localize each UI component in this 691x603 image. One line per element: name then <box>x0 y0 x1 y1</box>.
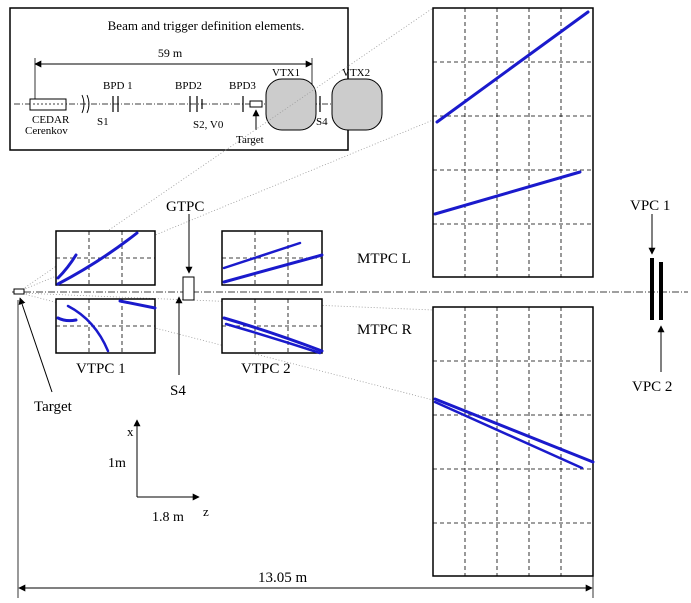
mtpc-right <box>432 306 594 577</box>
particle-tracks <box>56 10 595 470</box>
inset-title: Beam and trigger definition elements. <box>108 18 305 33</box>
cedar-detector <box>29 98 67 111</box>
vpc2-plane <box>659 262 663 320</box>
vpc1-plane <box>650 258 654 320</box>
target <box>13 288 25 295</box>
track-vtpc1-low-1 <box>56 316 78 323</box>
inset-distance-label: 59 m <box>158 46 183 60</box>
bpd1-label: BPD 1 <box>103 80 133 92</box>
vtx2-magnet <box>331 78 383 131</box>
track-mtpcr-1 <box>433 397 595 464</box>
s2-v0-label: S2, V0 <box>193 119 224 131</box>
inset-target-label: Target <box>236 134 264 146</box>
track-vtpc2-low-2 <box>224 322 322 355</box>
mtpcl-label: MTPC L <box>357 251 411 267</box>
vtpc2-upper <box>221 230 323 286</box>
vtx1-magnet <box>265 78 317 131</box>
track-vtpc1-low-3 <box>118 299 157 310</box>
x-axis-label: x <box>127 424 134 439</box>
inset-target <box>249 100 263 108</box>
track-vtpc1-up-1 <box>56 253 78 280</box>
cedar-label: CEDAR <box>32 114 70 126</box>
target-label: Target <box>34 399 73 415</box>
track-mtpcl-2 <box>433 170 582 216</box>
beamline-break <box>81 94 90 114</box>
s4-label: S4 <box>170 383 186 399</box>
total-length-label: 13.05 m <box>258 570 308 586</box>
inset-s4-label: S4 <box>316 116 328 128</box>
track-mtpcl-1 <box>435 10 590 124</box>
track-vtpc1-low-2 <box>66 304 110 353</box>
bpd2-label: BPD2 <box>175 80 202 92</box>
scale-axes: x z 1m 1.8 m <box>108 419 209 525</box>
vpc1-label: VPC 1 <box>630 198 670 214</box>
s1-label: S1 <box>97 116 109 128</box>
z-axis-label: z <box>203 504 209 519</box>
mtpc-left <box>432 7 594 278</box>
cerenkov-label: Cerenkov <box>25 125 68 137</box>
track-mtpcr-2 <box>433 400 584 470</box>
vtx1-label: VTX1 <box>272 67 300 79</box>
target-arrow <box>18 297 53 393</box>
scale-z-label: 1.8 m <box>152 510 184 525</box>
vtpc1-label: VTPC 1 <box>76 361 126 377</box>
vtx2-label: VTX2 <box>342 67 370 79</box>
track-vtpc2-up-1 <box>222 241 302 270</box>
vpc2-label: VPC 2 <box>632 379 672 395</box>
mtpcr-label: MTPC R <box>357 322 412 338</box>
track-vtpc2-up-2 <box>222 253 324 284</box>
bpd3-label: BPD3 <box>229 80 256 92</box>
gtpc-detector <box>182 276 195 301</box>
gtpc-label: GTPC <box>166 199 204 215</box>
track-vtpc2-low-1 <box>222 316 324 353</box>
track-vtpc1-up-2 <box>56 231 139 286</box>
vtpc2-label: VTPC 2 <box>241 361 291 377</box>
scale-x-label: 1m <box>108 456 126 471</box>
beam-inset: Beam and trigger definition elements. 59… <box>9 7 383 151</box>
